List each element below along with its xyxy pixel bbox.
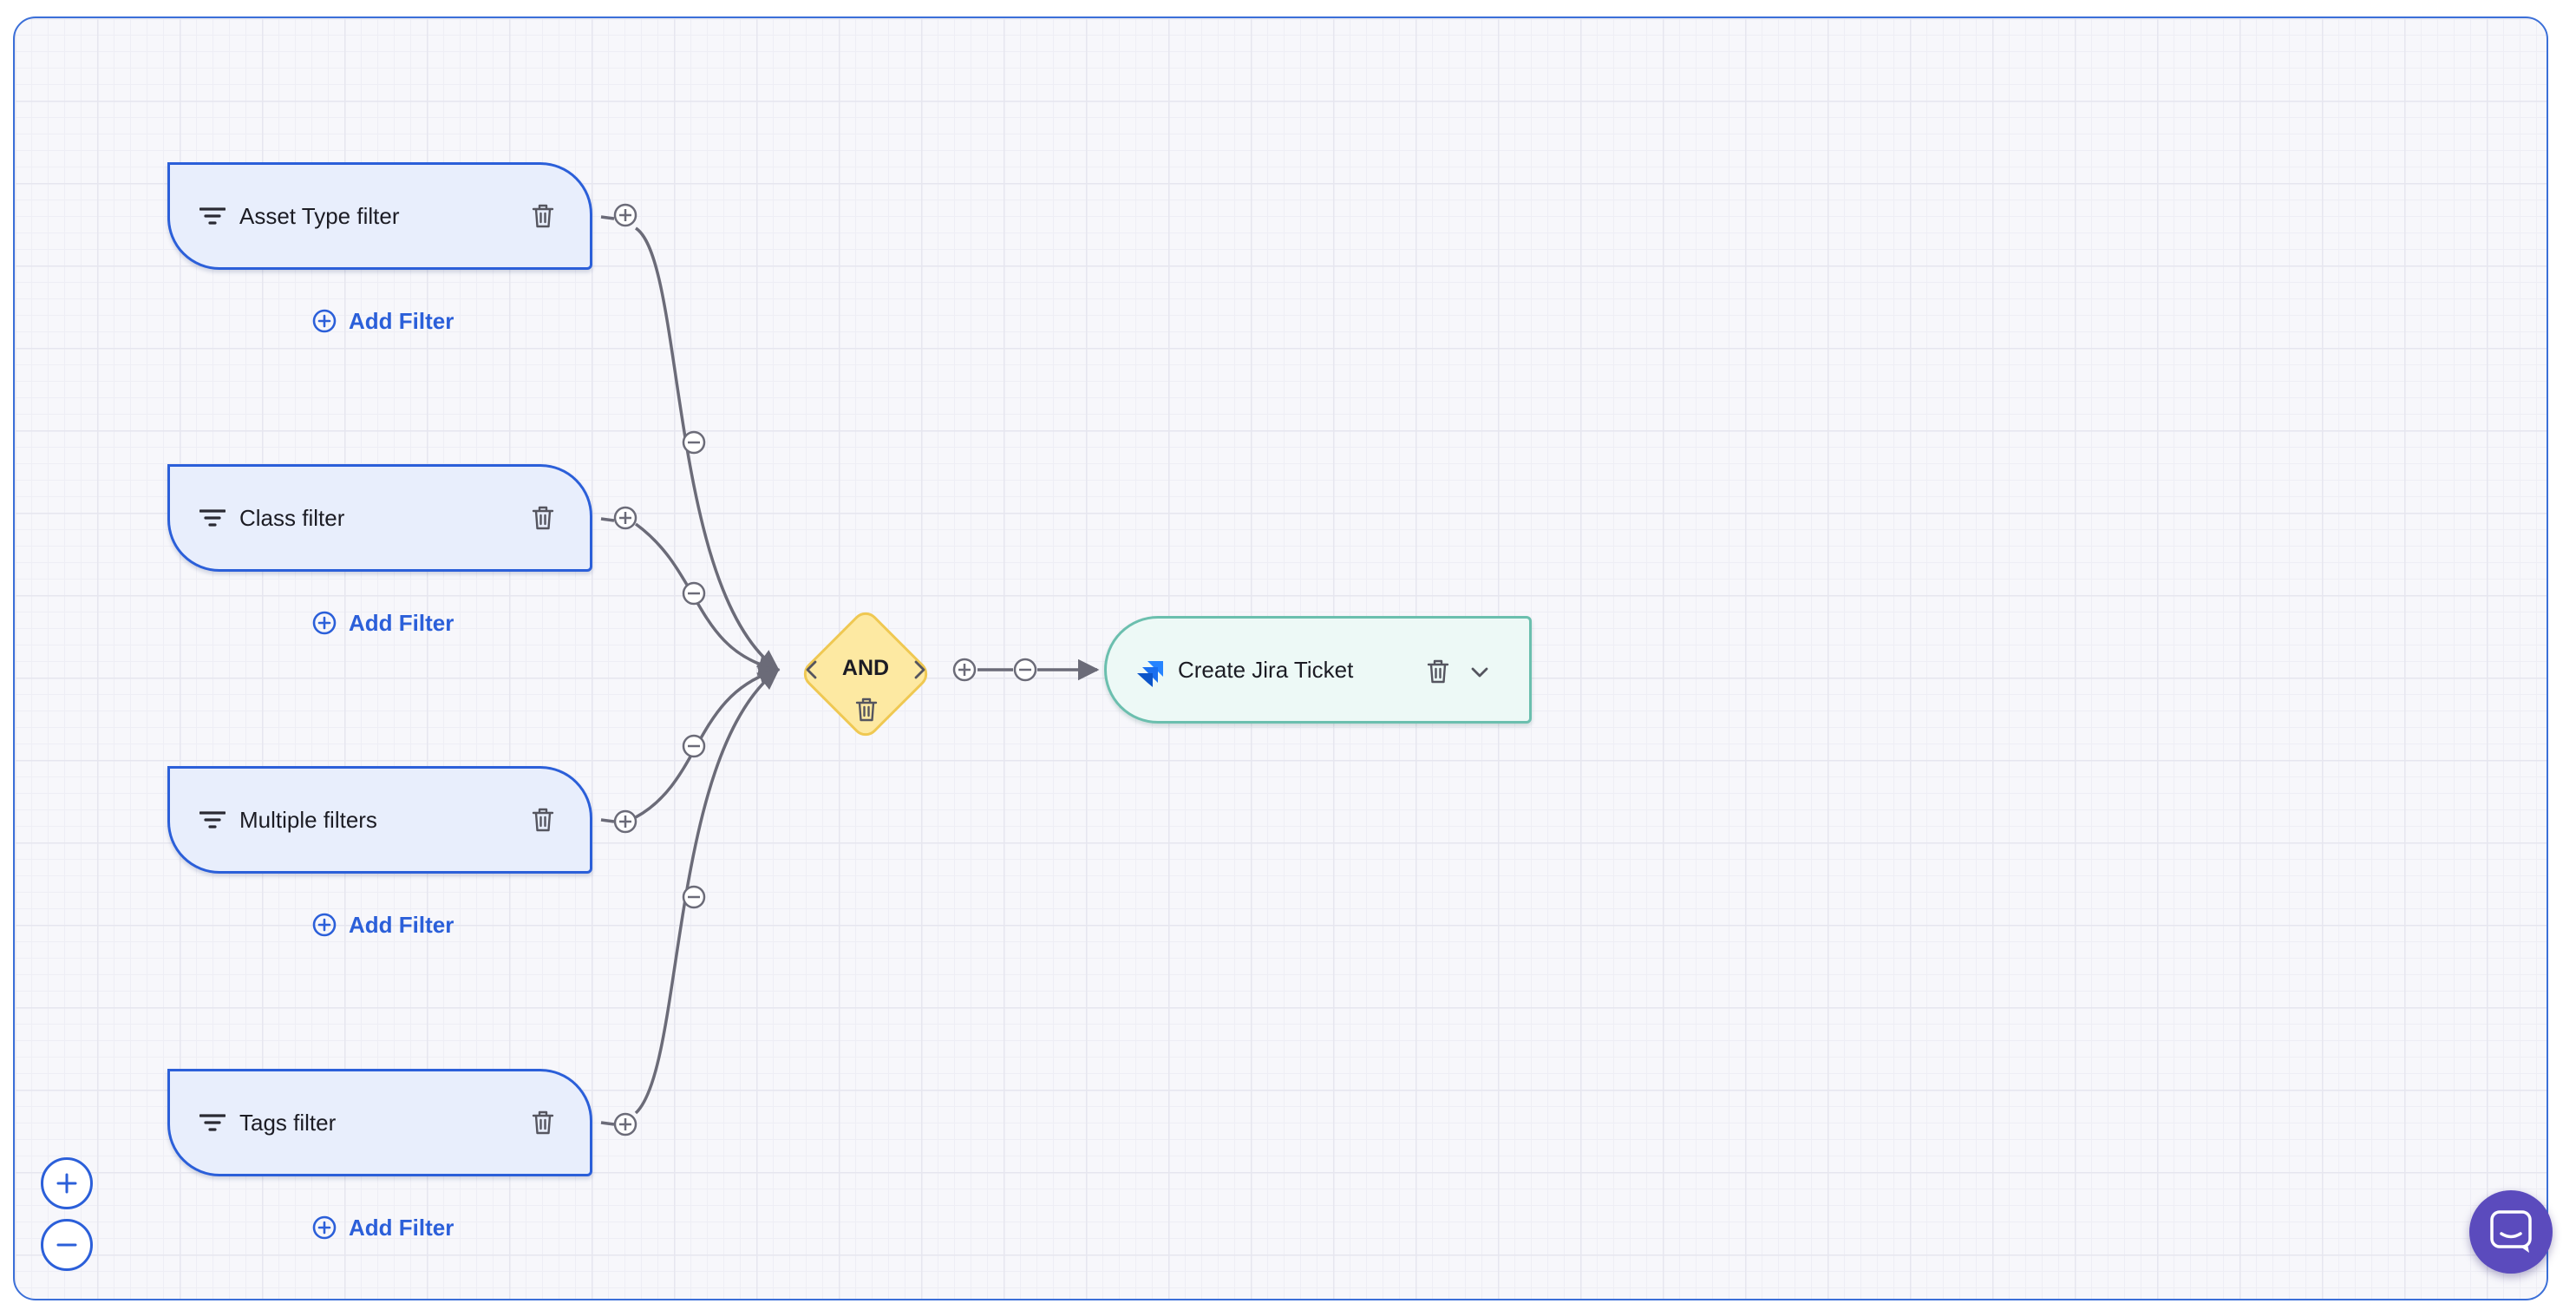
filter-icon — [199, 207, 226, 225]
filter-node-class[interactable]: Class filter — [167, 464, 592, 572]
add-connection-handle-and[interactable] — [952, 658, 977, 682]
delete-icon[interactable] — [531, 807, 555, 833]
remove-connection-and-action[interactable] — [1013, 658, 1037, 682]
plus-circle-icon — [312, 309, 337, 333]
zoom-in-button[interactable] — [41, 1157, 93, 1209]
chat-launcher-button[interactable] — [2469, 1190, 2553, 1274]
delete-icon[interactable] — [1426, 658, 1450, 684]
add-filter-button[interactable]: Add Filter — [312, 1210, 454, 1245]
action-node-label: Create Jira Ticket — [1178, 656, 1354, 683]
add-filter-button[interactable]: Add Filter — [312, 907, 454, 942]
jira-icon — [1137, 661, 1163, 687]
filter-node-label: Class filter — [239, 504, 345, 531]
minus-icon — [56, 1243, 77, 1247]
chevron-right-icon[interactable] — [910, 658, 929, 681]
add-filter-label: Add Filter — [349, 307, 454, 334]
add-connection-handle-2[interactable] — [613, 506, 637, 530]
filter-node-label: Tags filter — [239, 1109, 337, 1136]
delete-icon[interactable] — [531, 505, 555, 531]
chevron-down-icon[interactable] — [1469, 663, 1490, 682]
filter-node-label: Asset Type filter — [239, 202, 400, 229]
filter-icon — [199, 509, 226, 527]
and-node-label: AND — [841, 656, 890, 680]
remove-connection-4[interactable] — [682, 885, 706, 909]
add-filter-label: Add Filter — [349, 911, 454, 938]
plus-circle-icon — [312, 1215, 337, 1240]
filter-node-label: Multiple filters — [239, 806, 377, 833]
plus-icon — [56, 1173, 77, 1194]
add-filter-button[interactable]: Add Filter — [312, 606, 454, 640]
delete-icon[interactable] — [531, 1110, 555, 1136]
and-logic-node[interactable]: AND — [792, 600, 939, 748]
filter-node-asset-type[interactable]: Asset Type filter — [167, 162, 592, 270]
add-connection-handle-1[interactable] — [613, 203, 637, 227]
chevron-left-icon[interactable] — [802, 658, 821, 681]
add-filter-button[interactable]: Add Filter — [312, 304, 454, 338]
zoom-out-button[interactable] — [41, 1219, 93, 1271]
delete-icon[interactable] — [531, 203, 555, 229]
add-connection-handle-4[interactable] — [613, 1112, 637, 1136]
plus-circle-icon — [312, 611, 337, 635]
add-filter-label: Add Filter — [349, 1214, 454, 1241]
filter-icon — [199, 1114, 226, 1131]
remove-connection-2[interactable] — [682, 581, 706, 606]
remove-connection-1[interactable] — [682, 430, 706, 455]
delete-icon[interactable] — [854, 697, 879, 723]
filter-node-tags[interactable]: Tags filter — [167, 1069, 592, 1176]
remove-connection-3[interactable] — [682, 734, 706, 758]
plus-circle-icon — [312, 913, 337, 937]
filter-icon — [199, 811, 226, 829]
add-filter-label: Add Filter — [349, 609, 454, 636]
action-node-create-jira-ticket[interactable]: Create Jira Ticket — [1104, 616, 1532, 724]
filter-node-multiple[interactable]: Multiple filters — [167, 766, 592, 874]
chat-icon — [2490, 1210, 2532, 1253]
add-connection-handle-3[interactable] — [613, 809, 637, 834]
